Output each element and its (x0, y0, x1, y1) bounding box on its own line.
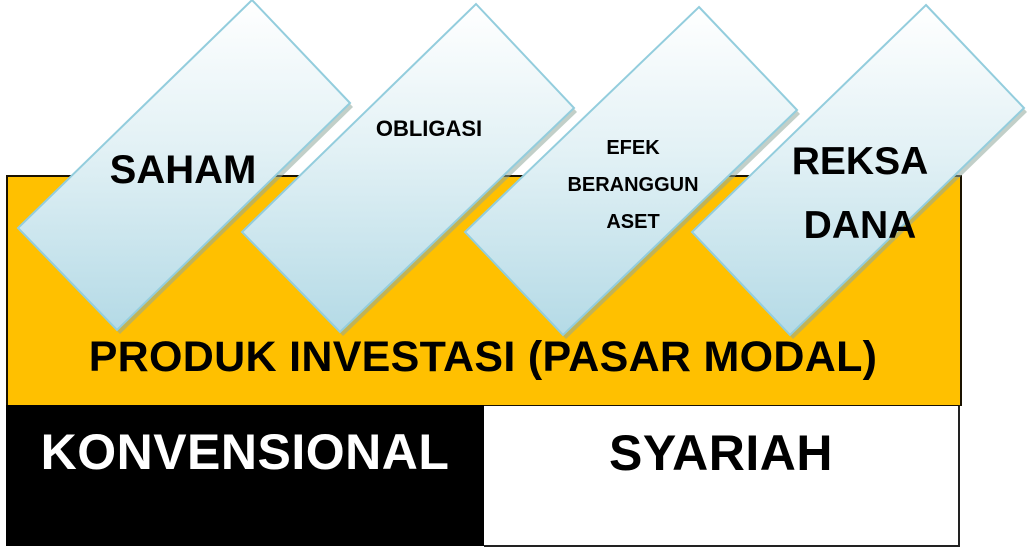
efek-text-line-1: EFEK (606, 137, 660, 159)
category-syariah: SYARIAH (484, 405, 960, 547)
product-shape-obligasi (240, 2, 577, 336)
konvensional-label: KONVENSIONAL (40, 424, 450, 480)
efek-text-line-2: BERANGGUN (567, 174, 699, 196)
product-label-efek-beragun-aset: EFEK BERANGGUN ASET (548, 130, 718, 241)
diagram-title: PRODUK INVESTASI (PASAR MODAL) (88, 333, 878, 381)
product-label-saham: SAHAM (90, 150, 276, 190)
product-shape-saham (16, 0, 353, 334)
product-label-reksa-dana: REKSA DANA (775, 130, 945, 258)
reksa-text-line-2: DANA (803, 204, 917, 247)
efek-text-line-3: ASET (606, 211, 660, 233)
reksa-text-line-1: REKSA (791, 140, 929, 183)
product-shape-reksa-dana (690, 3, 1027, 339)
product-label-obligasi: OBLIGASI (356, 118, 502, 140)
category-row: KONVENSIONAL SYARIAH (6, 405, 960, 547)
obligasi-text: OBLIGASI (375, 116, 483, 141)
syariah-label: SYARIAH (609, 425, 833, 481)
product-shape-efek-beragun-aset (463, 5, 800, 339)
category-konvensional: KONVENSIONAL (6, 405, 484, 546)
saham-text: SAHAM (109, 148, 257, 192)
